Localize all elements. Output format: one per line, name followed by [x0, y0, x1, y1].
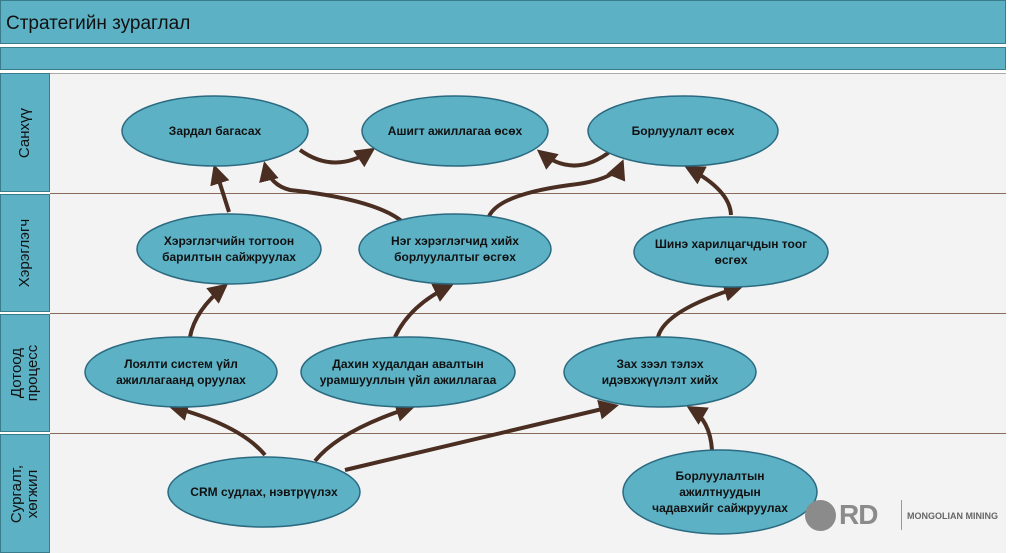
- node-label: идэвхжүүлэлт хийх: [602, 373, 719, 387]
- node-label: урамшууллын үйл ажиллагаа: [320, 373, 497, 387]
- node-label: чадавхийг сайжруулах: [652, 501, 788, 515]
- subheader-bar: [0, 47, 1006, 70]
- arrow-repurchase-to-per-customer: [393, 283, 454, 338]
- node-ellipse: [563, 336, 757, 408]
- arrow-crm-to-loyalty: [168, 401, 267, 457]
- node-marketing: Зах зээл тэлэх идэвхжүүлэлт хийх: [563, 336, 757, 408]
- node-ellipse: [167, 456, 361, 528]
- node-profit: Ашигт ажиллагаа өсөх: [361, 95, 549, 167]
- arrow-sales-skills-to-marketing: [686, 405, 714, 451]
- node-cost: Зардал багасах: [121, 95, 309, 167]
- logo-text: MONGOLIAN MINING: [907, 511, 998, 521]
- node-per-customer: Нэг хэрэглэгчид хийх борлуулалтыг өсгөх: [358, 213, 552, 285]
- node-label: өсгөх: [714, 253, 747, 267]
- node-ellipse: [136, 213, 322, 285]
- arrow-cost-to-profit: [298, 147, 376, 168]
- node-repurchase: Дахин худалдан авалтын урамшууллын үйл аж…: [300, 336, 516, 408]
- arrow-new-customers-to-sales: [684, 166, 733, 216]
- node-label: Ашигт ажиллагаа өсөх: [388, 124, 523, 138]
- node-label: Лоялти систем үйл: [124, 357, 238, 371]
- node-ellipse: [84, 336, 278, 408]
- node-ellipse: [633, 216, 829, 288]
- logo-divider: [901, 500, 902, 530]
- arrow-sales-to-profit: [536, 148, 614, 170]
- arrow-marketing-to-new-customers: [656, 282, 744, 338]
- arrow-per-customer-to-cost: [259, 161, 407, 226]
- node-label: Зах зээл тэлэх: [616, 357, 703, 371]
- node-ellipse: [121, 95, 309, 167]
- node-label: ажилтнуудын: [679, 485, 760, 499]
- arrow-crm-to-marketing: [344, 399, 619, 472]
- node-label: Нэг хэрэглэгчид хийх: [391, 234, 519, 248]
- node-sales-skills: Борлуулалтын ажилтнуудын чадавхийг сайжруу…: [622, 449, 818, 535]
- node-label: Зардал багасах: [169, 124, 262, 138]
- lane-label-finance: Санхүү: [0, 73, 50, 192]
- node-loyalty: Лоялти систем үйл ажиллагаанд оруулах: [84, 336, 278, 408]
- node-label: Хэрэглэгчийн тогтоон: [164, 234, 294, 248]
- edges-layer: [168, 147, 744, 472]
- logo: RD MONGOLIAN MINING: [805, 498, 1005, 534]
- lane-label-customer: Хэрэглэгч: [0, 194, 50, 312]
- node-new-customers: Шинэ харилцагчдын тоог өсгөх: [633, 216, 829, 288]
- node-crm: CRM судлах, нэвтрүүлэх: [167, 456, 361, 528]
- header-bar: Стратегийн зураглал: [0, 0, 1006, 44]
- node-label: Борлуулалтын: [676, 469, 765, 483]
- arrow-loyalty-to-retention: [188, 283, 229, 338]
- node-label: ажиллагаанд оруулах: [116, 373, 246, 387]
- node-ellipse: [300, 336, 516, 408]
- node-retention: Хэрэглэгчийн тогтоон барилтын сайжруулах: [136, 213, 322, 285]
- lane-labels: Санхүү Хэрэглэгч Дотоод процесс Сургалт,…: [0, 73, 50, 553]
- node-label: CRM судлах, нэвтрүүлэх: [190, 485, 338, 499]
- node-label: Шинэ харилцагчдын тоог: [655, 237, 807, 251]
- logo-mark: RD: [839, 499, 878, 530]
- node-ellipse: [358, 213, 552, 285]
- mountain-icon: [805, 500, 836, 531]
- node-label: Дахин худалдан авалтын: [332, 357, 483, 371]
- node-label: борлуулалтыг өсгөх: [394, 250, 516, 264]
- node-ellipse: [361, 95, 549, 167]
- lane-label-internal: Дотоод процесс: [0, 314, 50, 432]
- arrow-per-customer-to-sales: [486, 159, 626, 220]
- page-title: Стратегийн зураглал: [6, 13, 191, 34]
- node-ellipse: [622, 449, 818, 535]
- lane-label-learning: Сургалт, хөгжил: [0, 434, 50, 553]
- arrow-crm-to-repurchase: [313, 402, 416, 463]
- arrow-retention-to-cost: [210, 164, 231, 213]
- node-sales: Борлуулалт өсөх: [587, 95, 779, 167]
- node-label: Борлуулалт өсөх: [632, 124, 735, 138]
- node-label: барилтын сайжруулах: [162, 250, 296, 264]
- node-ellipse: [587, 95, 779, 167]
